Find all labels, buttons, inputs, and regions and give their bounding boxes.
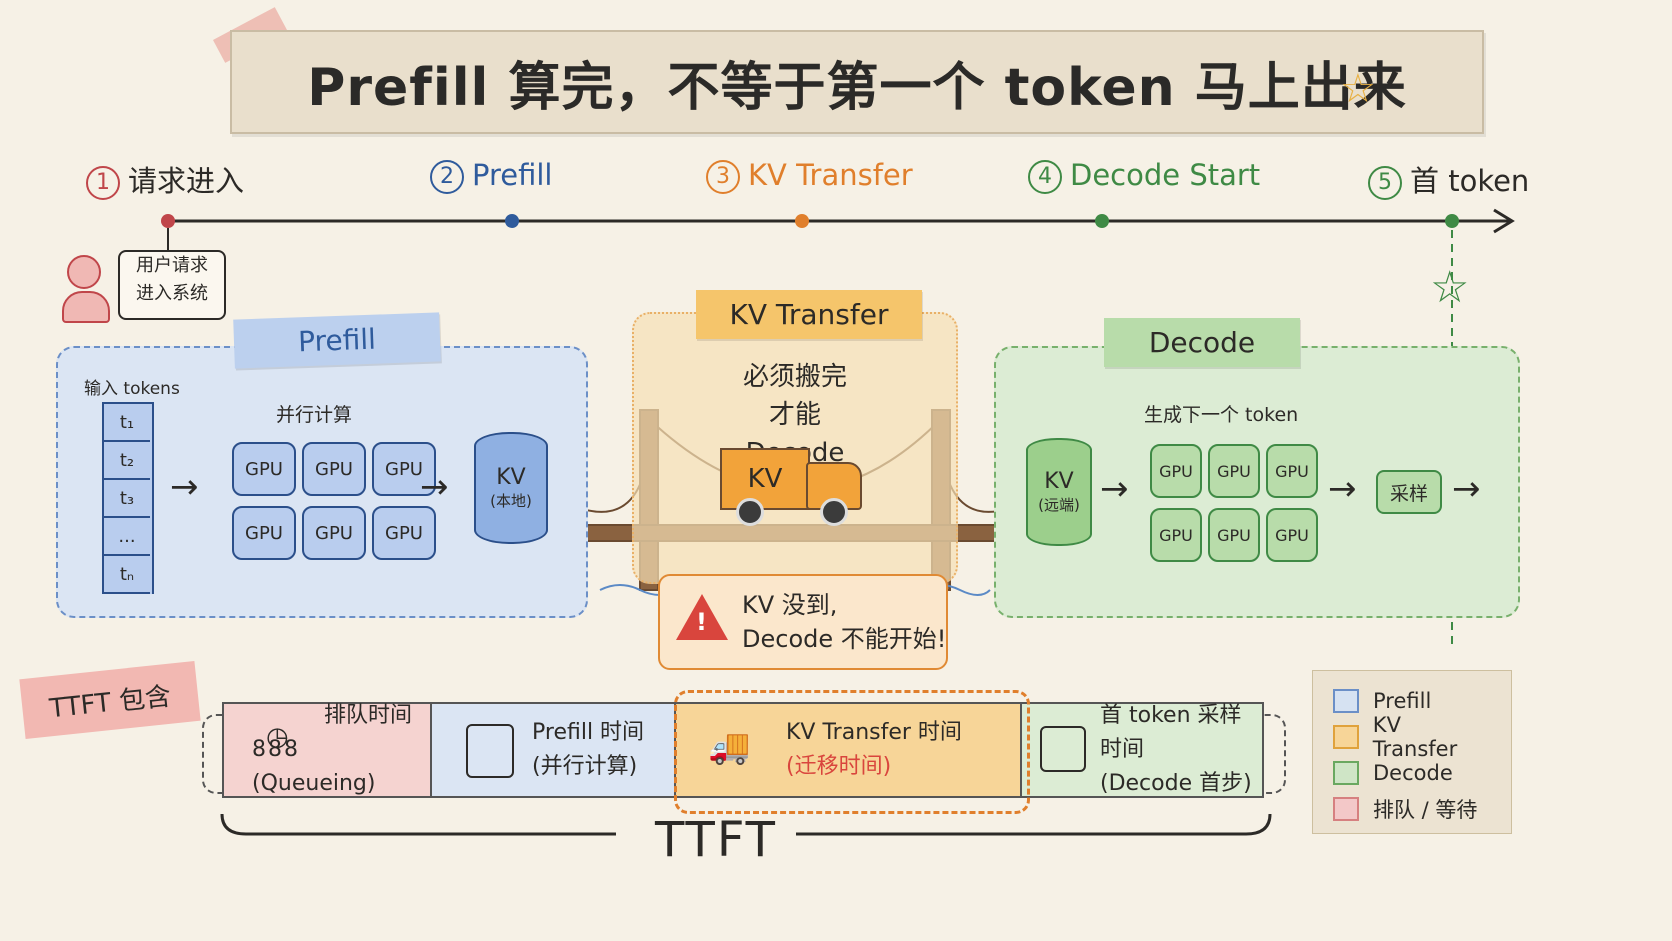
timeline-arrowhead xyxy=(1493,208,1515,234)
warning-text: KV 没到, Decode 不能开始! xyxy=(742,591,947,653)
gpu-chip: GPU xyxy=(1266,508,1318,562)
arrow-icon: → xyxy=(1452,469,1481,509)
ttft-bar: ◷ 排队时间 888 (Queueing) Prefill 时间 (并行计算) … xyxy=(222,702,1264,798)
first-token-star-icon: ☆ xyxy=(1430,262,1470,313)
token-stack: t₁ t₂ t₃ ... tₙ xyxy=(102,402,154,594)
page-title: Prefill 算完，不等于第一个 token 马上出来 xyxy=(307,57,1407,118)
sample-box: 采样 xyxy=(1376,470,1442,514)
token-cell: t₁ xyxy=(104,404,150,442)
gpu-chip: GPU xyxy=(372,442,436,496)
legend-item: 排队 / 等待 xyxy=(1333,791,1491,827)
decode-gpu-grid: GPU GPU GPU GPU GPU GPU xyxy=(1150,444,1318,562)
token-cell: t₃ xyxy=(104,480,150,518)
prefill-tag: Prefill xyxy=(233,312,441,369)
ttft-segment-prefill: Prefill 时间 (并行计算) xyxy=(430,704,674,796)
input-tokens-label: 输入 tokens xyxy=(84,379,180,399)
decode-tag: Decode xyxy=(1104,318,1300,367)
warning-mark: ! xyxy=(696,608,707,636)
transfer-tag: KV Transfer xyxy=(696,290,922,339)
legend-swatch xyxy=(1333,797,1359,821)
arrow-icon: → xyxy=(170,467,199,507)
timeline-dot-1 xyxy=(161,214,175,228)
gpu-chip: GPU xyxy=(372,506,436,560)
token-cell: tₙ xyxy=(104,556,150,594)
legend-swatch xyxy=(1333,725,1359,749)
warning-icon xyxy=(676,594,728,640)
people-icon: 888 xyxy=(252,737,300,762)
generate-label: 生成下一个 token xyxy=(1144,404,1299,426)
legend: Prefill KV Transfer Decode 排队 / 等待 xyxy=(1312,670,1512,834)
kv-remote-cylinder: KV (远端) xyxy=(1026,438,1092,546)
ttft-segment-queue: ◷ 排队时间 888 (Queueing) xyxy=(224,703,430,796)
timeline-dot-4 xyxy=(1095,214,1109,228)
legend-item: KV Transfer xyxy=(1333,713,1491,761)
legend-item: Prefill xyxy=(1333,683,1491,719)
ttft-segment-transfer: 🚚 KV Transfer 时间 (迁移时间) xyxy=(674,704,1020,796)
arrow-icon: → xyxy=(1328,469,1357,509)
arrow-icon: → xyxy=(420,467,449,507)
gpu-chip: GPU xyxy=(1150,508,1202,562)
gpu-chip: GPU xyxy=(1208,444,1260,498)
ttft-brace-label: TTFT xyxy=(655,812,777,868)
legend-swatch xyxy=(1333,761,1359,785)
user-bubble: 用户请求 进入系统 xyxy=(118,250,226,320)
prefill-gpu-grid: GPU GPU GPU GPU GPU GPU xyxy=(232,442,436,560)
kv-local-cylinder: KV (本地) xyxy=(474,432,548,544)
gpu-chip: GPU xyxy=(302,506,366,560)
transfer-highlight xyxy=(674,690,1030,814)
truck-cargo: KV xyxy=(720,448,810,510)
gpu-chip: GPU xyxy=(1150,444,1202,498)
gpu-chip: GPU xyxy=(232,442,296,496)
gpu-chip: GPU xyxy=(302,442,366,496)
gpu-grid-icon xyxy=(466,724,514,778)
parallel-compute-label: 并行计算 xyxy=(276,404,353,426)
star-icon: ☆ xyxy=(1340,66,1376,112)
token-cell: ... xyxy=(104,518,150,556)
timeline-dot-3 xyxy=(795,214,809,228)
clock-icon: ◷ xyxy=(266,722,289,752)
gpu-chip: GPU xyxy=(232,506,296,560)
ttft-brace xyxy=(220,813,1272,836)
timeline-dot-2 xyxy=(505,214,519,228)
gpu-chip: GPU xyxy=(1208,508,1260,562)
legend-swatch xyxy=(1333,689,1359,713)
title-banner: Prefill 算完，不等于第一个 token 马上出来 xyxy=(230,30,1484,134)
user-icon xyxy=(62,255,110,323)
truck-wheel-icon xyxy=(736,498,764,526)
timeline-dot-5 xyxy=(1445,214,1459,228)
truck-icon: 🚚 xyxy=(708,727,751,767)
dice-icon xyxy=(1040,726,1086,772)
legend-item: Decode xyxy=(1333,755,1491,791)
truck-wheel-icon xyxy=(820,498,848,526)
token-cell: t₂ xyxy=(104,442,150,480)
ttft-segment-decode: 首 token 采样时间 (Decode 首步) xyxy=(1020,703,1262,796)
gpu-chip: GPU xyxy=(1266,444,1318,498)
arrow-icon: → xyxy=(1100,469,1129,509)
